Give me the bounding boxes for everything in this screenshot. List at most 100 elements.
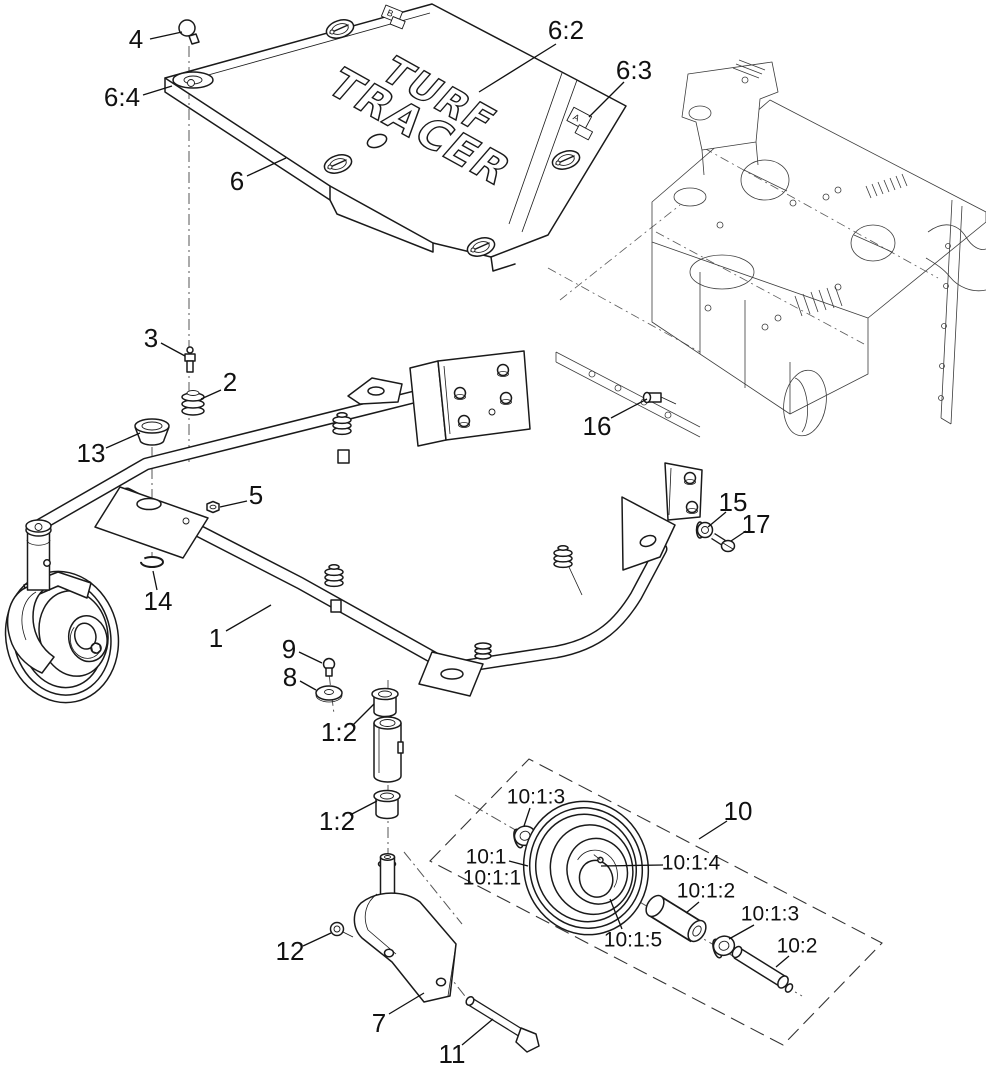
bushing-1-2-upper [371, 687, 399, 718]
leader-lines [105, 31, 790, 1046]
callout-label-10:1:3: 10:1:3 [741, 903, 799, 926]
axle-spacer-10-2 [731, 945, 794, 993]
carrier-frame [31, 350, 703, 697]
frame-spring-1 [332, 412, 352, 464]
frame-mount-bracket-right [621, 462, 703, 571]
callout-label-15: 15 [719, 487, 748, 517]
bolt-17 [711, 533, 736, 553]
svg-text:A: A [571, 112, 581, 124]
callout-label-8: 8 [283, 662, 297, 692]
callout-label-1:2: 1:2 [321, 717, 357, 747]
deck-vent-grate [794, 285, 843, 317]
callout-leader-2 [200, 389, 222, 400]
callout-leader-11 [461, 1018, 494, 1046]
wheel-10-1 [522, 800, 650, 936]
callout-leader-10:1:3 [728, 924, 755, 940]
bolt-16 [642, 391, 677, 405]
frame-spring-3 [553, 545, 583, 596]
callout-leader-1 [225, 604, 272, 632]
left-caster-assembly [4, 519, 120, 704]
callout-leader-1:2 [349, 800, 378, 816]
callout-leader-10:1:3 [523, 807, 531, 827]
callout-label-13: 13 [77, 438, 106, 468]
callout-label-6: 6 [230, 166, 244, 196]
cover-latch-1 [325, 19, 355, 39]
callout-label-5: 5 [249, 480, 263, 510]
caster-fork-front-blade [7, 585, 55, 674]
axle-bolt-11 [465, 996, 540, 1053]
callout-label-11: 11 [439, 1039, 466, 1069]
callout-label-16: 16 [583, 411, 612, 441]
callout-leader-16 [610, 398, 648, 419]
plug-13 [134, 418, 170, 446]
callout-leader-6 [246, 157, 287, 177]
callout-label-10:1:2: 10:1:2 [677, 880, 735, 903]
bearing-10-1-3-right [712, 935, 736, 959]
nut-5 [206, 500, 220, 514]
callout-leader-6:2 [478, 43, 557, 93]
grease-fitting-12 [329, 921, 354, 938]
callout-leader-5 [219, 500, 248, 508]
frame-spring-4 [474, 642, 492, 660]
callout-label-4: 4 [129, 24, 143, 54]
callout-leader-6:3 [588, 81, 625, 118]
callout-label-10:1:4: 10:1:4 [662, 852, 721, 875]
callout-leader-4 [149, 31, 183, 40]
callout-label-2: 2 [223, 367, 237, 397]
cover-latch-2 [323, 154, 353, 174]
cover-latch-3 [551, 150, 581, 170]
washer-15 [695, 521, 714, 539]
callout-leader-10:1:5 [609, 898, 623, 930]
callout-leader-3 [160, 342, 186, 357]
callout-label-10: 10 [724, 796, 753, 826]
callout-label-10:1:1: 10:1:1 [463, 867, 521, 890]
callout-labels: 46:466:26:332135141161517981:21:210:1:31… [77, 15, 818, 1069]
frame-spindle-boss [418, 651, 484, 697]
callout-label-10:1:3: 10:1:3 [507, 786, 565, 809]
callout-leader-10:1:2 [685, 901, 700, 914]
deck-serrated-strip [865, 173, 908, 199]
cover-hole [366, 133, 388, 149]
frame-spring-2 [324, 564, 344, 613]
washer-8 [315, 685, 343, 703]
callout-leader-10 [698, 820, 728, 840]
grease-fitting-3 [184, 346, 196, 373]
callout-leader-10:2 [775, 955, 790, 968]
callout-label-14: 14 [144, 586, 173, 616]
bushing-1-2-lower [373, 789, 401, 820]
frame-mount-plate-left [409, 350, 531, 447]
callout-label-6:2: 6:2 [548, 15, 584, 45]
callout-label-7: 7 [372, 1008, 386, 1038]
snap-ring-14 [140, 556, 164, 568]
callout-label-17: 17 [742, 509, 771, 539]
callout-leader-8 [299, 680, 317, 691]
callout-leader-1:2 [351, 703, 375, 727]
cover-latch-4 [466, 237, 496, 257]
bolt-9 [322, 657, 336, 677]
spindle-tube [373, 716, 404, 783]
frame-corner-gusset [94, 486, 209, 559]
callout-leader-14 [152, 570, 158, 591]
safety-decal-b-icon: B [380, 4, 406, 30]
spacer-10-1-2 [645, 894, 707, 943]
callout-leader-12 [302, 932, 332, 947]
safety-decal-a-icon: A [566, 106, 593, 141]
callout-label-10:2: 10:2 [777, 935, 818, 958]
callout-leader-17 [730, 530, 747, 542]
spring-2 [181, 390, 205, 416]
callout-leader-9 [298, 651, 323, 664]
callout-label-1: 1 [209, 623, 223, 653]
deck-holes [704, 186, 842, 331]
pin-4 [178, 19, 200, 45]
caster-spindle [25, 519, 52, 591]
belt-cover: TURF TRACER B [164, 3, 627, 272]
callout-leader-10:1:4 [600, 864, 664, 867]
caster-fork-7 [353, 892, 457, 1003]
callout-leader-10:1 [508, 860, 529, 867]
callout-leader-7 [388, 992, 425, 1015]
callout-label-6:4: 6:4 [104, 82, 140, 112]
svg-text:B: B [385, 7, 394, 19]
callout-label-1:2: 1:2 [319, 806, 355, 836]
phantom-mower-deck [547, 59, 986, 438]
callout-label-9: 9 [282, 634, 296, 664]
